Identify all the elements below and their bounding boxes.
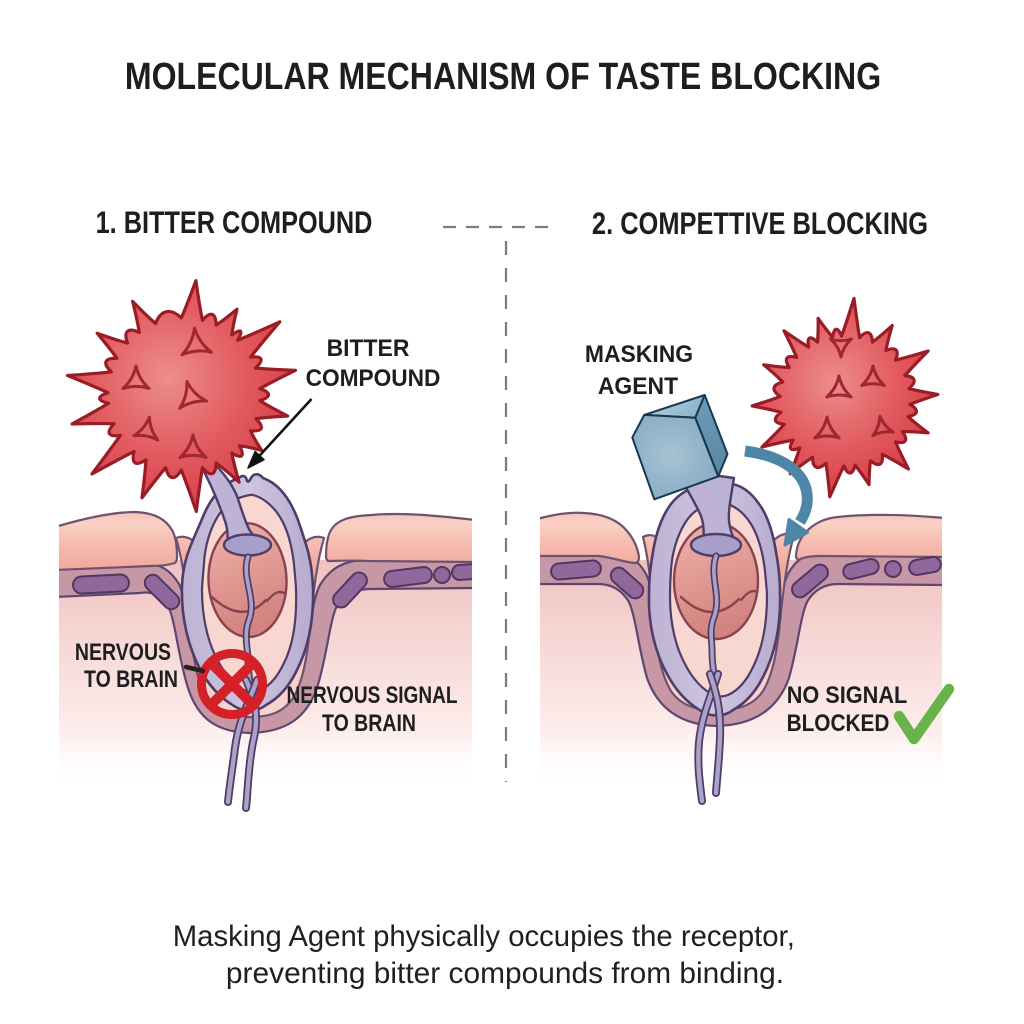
bitter-compound-label-line1-text: BITTER <box>326 335 410 363</box>
masking-agent-label-line2: AGENT <box>595 373 680 401</box>
right-cell-smile <box>679 589 759 614</box>
right-panel-heading: 2. COMPETTIVE BLOCKING <box>552 206 969 240</box>
nerve-label-tick <box>183 664 206 674</box>
right-epithelium-left <box>540 511 641 565</box>
caption-line1-text: Masking Agent physically occupies the re… <box>172 919 795 953</box>
curved-arrow-shaft <box>744 445 813 525</box>
basal-cell-capsule-wrap <box>908 556 942 576</box>
prohibition-x-icon <box>197 649 267 719</box>
curved-arrow-icon <box>744 445 813 547</box>
molecule-mark-icon <box>180 326 213 357</box>
left-panel-heading-text: 1. BITTER COMPOUND <box>95 204 373 241</box>
caption-line2-text: preventing bitter compounds from binding… <box>225 956 785 990</box>
left-basal-capsules <box>72 563 472 611</box>
masking-agent-label-line1: MASKING <box>581 341 696 369</box>
left-nerve-fiber2 <box>225 677 260 805</box>
left-cell-smile <box>210 590 286 613</box>
basal-cell-capsule-wrap <box>451 563 472 581</box>
molecule-mark-icon <box>813 415 841 440</box>
pointer-arrow-head <box>247 450 265 469</box>
nervous-to-brain-label-line2: TO BRAIN <box>72 666 189 694</box>
basal-cell-capsule-wrap <box>842 557 880 581</box>
basal-cell-capsule <box>791 563 829 599</box>
basal-cell-capsule-wrap <box>609 566 645 600</box>
right-nerve <box>694 552 725 805</box>
nervous-to-brain-label-line2-text: TO BRAIN <box>83 666 178 693</box>
no-signal-label-line1: NO SIGNAL <box>779 682 915 710</box>
left-epithelium-right <box>324 512 472 564</box>
basal-cell-capsule <box>383 566 433 588</box>
basal-cell-capsule <box>884 560 902 578</box>
nervous-to-brain-label-line1: NERVOUS <box>63 639 183 667</box>
no-signal-label-line2: BLOCKED <box>778 710 899 738</box>
right-taste-bud <box>647 468 782 805</box>
right-epithelium-right <box>794 513 942 562</box>
molecule-mark-icon <box>178 433 208 459</box>
right-panel-heading-text: 2. COMPETTIVE BLOCKING <box>592 204 929 241</box>
nervous-signal-label-line2: TO BRAIN <box>310 710 427 738</box>
molecule-mark-icon <box>121 364 151 390</box>
basal-cell-capsule <box>550 559 602 581</box>
checkmark-icon <box>893 683 955 745</box>
straight-arrow-icon <box>247 398 313 469</box>
right-nerve-fiber2 <box>707 671 723 796</box>
left-taste-bud <box>180 456 315 812</box>
basal-cell-capsule-wrap <box>143 573 181 611</box>
page-title-text: MOLECULAR MECHANISM OF TASTE BLOCKING <box>124 55 881 98</box>
basal-cell-capsule <box>72 573 130 595</box>
right-bitter-molecule <box>750 296 940 499</box>
left-panel-heading: 1. BITTER COMPOUND <box>62 205 407 239</box>
no-signal-label-line1-text: NO SIGNAL <box>786 682 908 710</box>
basal-cell-capsule <box>908 556 942 576</box>
masking-agent-label-line2-text: AGENT <box>597 372 679 400</box>
right-molecule-body <box>750 296 940 499</box>
prohibition-x-bar2 <box>210 662 254 706</box>
left-molecule-body <box>65 279 298 513</box>
basal-cell-capsule-wrap <box>791 563 829 599</box>
basal-cell-capsule <box>143 573 181 611</box>
basal-cell-capsule-wrap <box>383 566 433 588</box>
panel-divider <box>443 225 557 782</box>
basal-cell-capsule <box>332 571 368 609</box>
left-receptor-disc <box>222 533 273 557</box>
molecule-mark-icon <box>825 374 853 399</box>
molecule-mark-icon <box>829 337 853 359</box>
nervous-signal-label-line2-text: TO BRAIN <box>322 710 417 737</box>
molecule-mark-icon <box>132 415 160 442</box>
nervous-to-brain-label-line1-text: NERVOUS <box>74 638 171 666</box>
basal-cell-capsule <box>451 563 472 581</box>
masking-agent-label-line1-text: MASKING <box>584 341 694 369</box>
basal-cell-capsule-wrap <box>550 559 602 581</box>
basal-cell-capsule <box>609 566 645 600</box>
basal-cell-capsule <box>433 566 451 584</box>
right-basal-capsules <box>550 556 942 600</box>
bitter-compound-label-line2-text: COMPOUND <box>305 365 441 393</box>
bitter-compound-label-line2: COMPOUND <box>301 365 446 393</box>
caption-line2: preventing bitter compounds from binding… <box>226 957 784 991</box>
basal-cell-capsule-wrap <box>72 573 130 595</box>
curved-arrow-head <box>783 518 809 547</box>
basal-cell-capsule <box>842 557 880 581</box>
left-bitter-molecule <box>65 279 298 513</box>
nervous-signal-label-line1-text: NERVOUS SIGNAL <box>286 681 458 709</box>
no-signal-label-line2-text: BLOCKED <box>786 710 890 737</box>
caption-line1: Masking Agent physically occupies the re… <box>173 920 795 954</box>
right-nerve-axon <box>709 554 719 676</box>
cube-front-face <box>631 413 720 501</box>
molecule-mark-icon <box>871 414 895 438</box>
pointer-arrow-shaft <box>258 398 313 457</box>
bitter-compound-label-line1: BITTER <box>324 335 412 363</box>
molecule-mark-icon <box>860 364 886 387</box>
nervous-signal-label-line1: NERVOUS SIGNAL <box>262 682 481 710</box>
molecule-mark-icon <box>178 380 208 410</box>
basal-cell-capsule-wrap <box>332 571 368 609</box>
left-epithelium-left <box>59 510 179 571</box>
masking-agent-cube <box>631 394 729 501</box>
page-title: MOLECULAR MECHANISM OF TASTE BLOCKING <box>50 57 956 97</box>
prohibition-ring <box>197 649 267 719</box>
